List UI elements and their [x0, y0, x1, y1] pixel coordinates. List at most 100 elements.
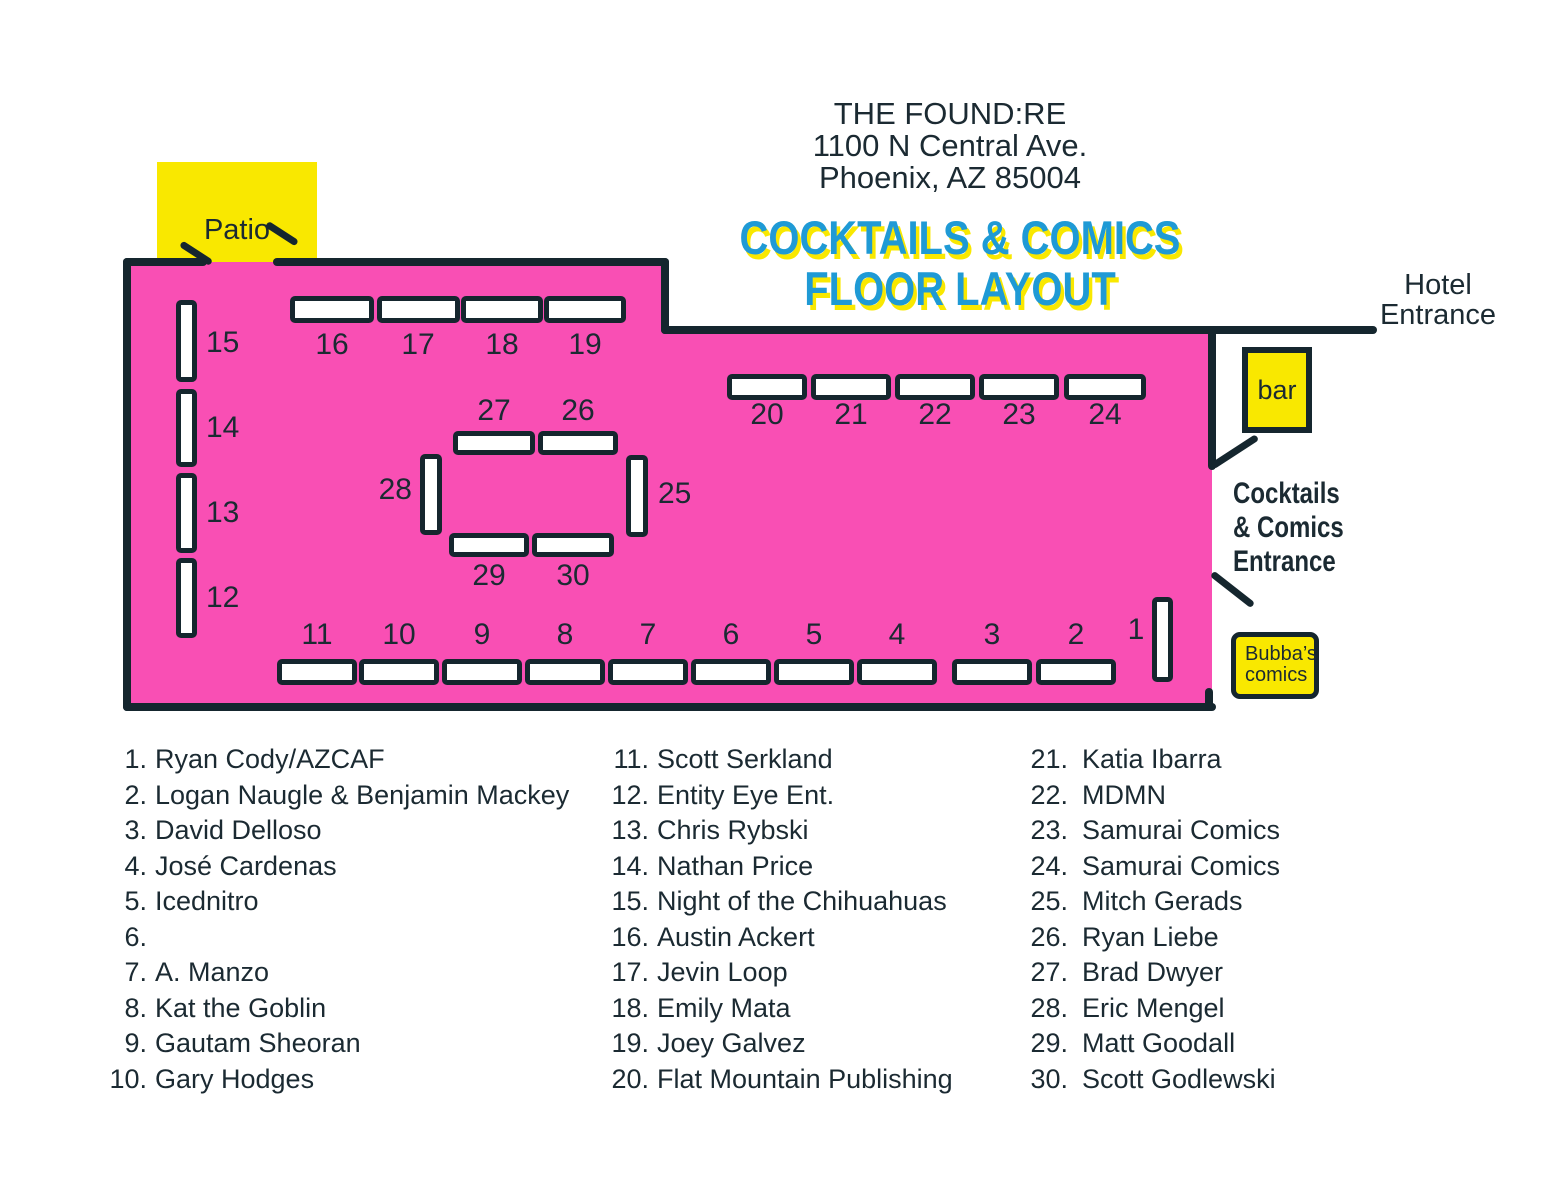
table-27 — [453, 431, 535, 455]
legend-item-number: 16. — [611, 921, 649, 952]
legend-item: 16. Austin Ackert — [597, 920, 953, 956]
legend-item-number: 20. — [611, 1063, 649, 1094]
wall-left — [123, 258, 131, 711]
table-14 — [176, 389, 197, 467]
legend-item: 15.Night of the Chihuahuas — [597, 884, 953, 920]
table-1 — [1152, 597, 1173, 682]
table-4 — [857, 659, 937, 685]
legend-item-name: Joey Galvez — [657, 1028, 806, 1059]
cocktails-comics-entrance-label: Cocktails & Comics Entrance — [1233, 477, 1369, 579]
bubbas-line-1: Bubba’s — [1245, 643, 1317, 665]
legend-item-name: Brad Dwyer — [1082, 957, 1224, 988]
wall-top-right-hotel — [661, 326, 1377, 334]
wall-right-bottom-stub — [1205, 688, 1213, 711]
table-8 — [525, 659, 605, 685]
table-2 — [1036, 659, 1116, 685]
table-9 — [442, 659, 522, 685]
legend-item-name: Jevin Loop — [657, 957, 788, 988]
table-11 — [277, 659, 357, 685]
table-19 — [544, 296, 626, 323]
legend-item: 23.Samurai Comics — [1012, 813, 1280, 849]
legend-item-number: 10. — [109, 1063, 147, 1094]
legend-item-name: David Delloso — [155, 815, 322, 846]
legend-item-number: 25. — [1030, 886, 1068, 917]
table-label-7: 7 — [639, 618, 657, 651]
bubbas-comics-area: Bubba’s comics — [1231, 632, 1319, 699]
cc-entrance-line-1: Cocktails — [1233, 477, 1340, 510]
legend-item: 6. — [97, 920, 569, 956]
table-20 — [727, 374, 807, 400]
legend-item-number: 11. — [613, 744, 649, 775]
table-label-11: 11 — [301, 618, 333, 651]
legend-item-number: 5. — [124, 886, 147, 917]
page-title: COCKTAILS & COMICS FLOOR LAYOUT — [640, 212, 1280, 314]
table-label-2: 2 — [1067, 618, 1085, 651]
hotel-entrance-line-1: Hotel — [1404, 269, 1472, 301]
legend-item: 10.Gary Hodges — [97, 1062, 569, 1098]
table-label-19: 19 — [568, 328, 602, 361]
table-label-16: 16 — [315, 328, 349, 361]
bar-label: bar — [1257, 374, 1297, 405]
entrance-door-upper-tick — [1210, 434, 1260, 470]
legend-item-number: 6. — [124, 921, 147, 952]
legend-item-name: Scott Serkland — [657, 744, 833, 775]
legend-item-number: 27. — [1030, 957, 1068, 988]
patio-label: Patio — [203, 214, 271, 246]
table-label-12: 12 — [206, 581, 240, 614]
legend-item: 22.MDMN — [1012, 778, 1280, 814]
legend-item: 24.Samurai Comics — [1012, 849, 1280, 885]
bubbas-line-2: comics — [1245, 664, 1308, 686]
legend-item-number: 29. — [1030, 1028, 1068, 1059]
legend-item: 28.Eric Mengel — [1012, 991, 1280, 1027]
legend-item: 17.Jevin Loop — [597, 955, 953, 991]
legend-item-name: Austin Ackert — [657, 921, 815, 952]
table-label-1: 1 — [1127, 613, 1145, 646]
table-label-8: 8 — [556, 618, 574, 651]
legend-item-name: Ryan Liebe — [1082, 921, 1219, 952]
legend-item: 30.Scott Godlewski — [1012, 1062, 1280, 1098]
table-18 — [461, 296, 543, 323]
legend-item: 1.Ryan Cody/AZCAF — [97, 742, 569, 778]
table-label-4: 4 — [888, 618, 906, 651]
hotel-entrance-line-2: Entrance — [1379, 299, 1497, 331]
table-22 — [895, 374, 975, 400]
wall-step — [661, 258, 669, 334]
venue-address: 1100 N Central Ave. — [812, 128, 1088, 163]
legend-item: 11. Scott Serkland — [597, 742, 953, 778]
legend-item-number: 2. — [124, 779, 147, 810]
legend-item-name: Chris Rybski — [657, 815, 809, 846]
table-label-5: 5 — [805, 618, 823, 651]
table-label-10: 10 — [382, 618, 416, 651]
legend-item: 3. David Delloso — [97, 813, 569, 849]
table-label-17: 17 — [401, 328, 435, 361]
legend-item: 25. Mitch Gerads — [1012, 884, 1280, 920]
table-label-26: 26 — [561, 394, 595, 427]
legend-item-number: 9. — [124, 1028, 147, 1059]
wall-top-mid — [273, 258, 669, 266]
table-label-23: 23 — [1002, 398, 1036, 431]
legend-item-name: Entity Eye Ent. — [657, 779, 835, 810]
table-3 — [952, 659, 1032, 685]
legend-item: 4.José Cardenas — [97, 849, 569, 885]
table-label-3: 3 — [983, 618, 1001, 651]
table-label-22: 22 — [918, 398, 952, 431]
table-29 — [449, 533, 529, 557]
legend-item: 5.Icednitro — [97, 884, 569, 920]
legend-item-number: 7. — [124, 957, 147, 988]
table-30 — [532, 533, 614, 557]
legend-item-name: Scott Godlewski — [1082, 1063, 1276, 1094]
legend-item-name: Nathan Price — [657, 850, 814, 881]
legend-item-name: Samurai Comics — [1082, 815, 1281, 846]
table-13 — [176, 473, 197, 553]
table-23 — [979, 374, 1059, 400]
legend-item-number: 19. — [611, 1028, 649, 1059]
table-label-15: 15 — [206, 326, 240, 359]
table-label-9: 9 — [473, 618, 491, 651]
legend-item: 29.Matt Goodall — [1012, 1026, 1280, 1062]
legend-item-number: 3. — [124, 815, 147, 846]
table-label-27: 27 — [477, 394, 511, 427]
table-label-24: 24 — [1088, 398, 1122, 431]
legend-item-name: Mitch Gerads — [1082, 886, 1243, 917]
legend-item: 12.Entity Eye Ent. — [597, 778, 953, 814]
table-10 — [359, 659, 439, 685]
